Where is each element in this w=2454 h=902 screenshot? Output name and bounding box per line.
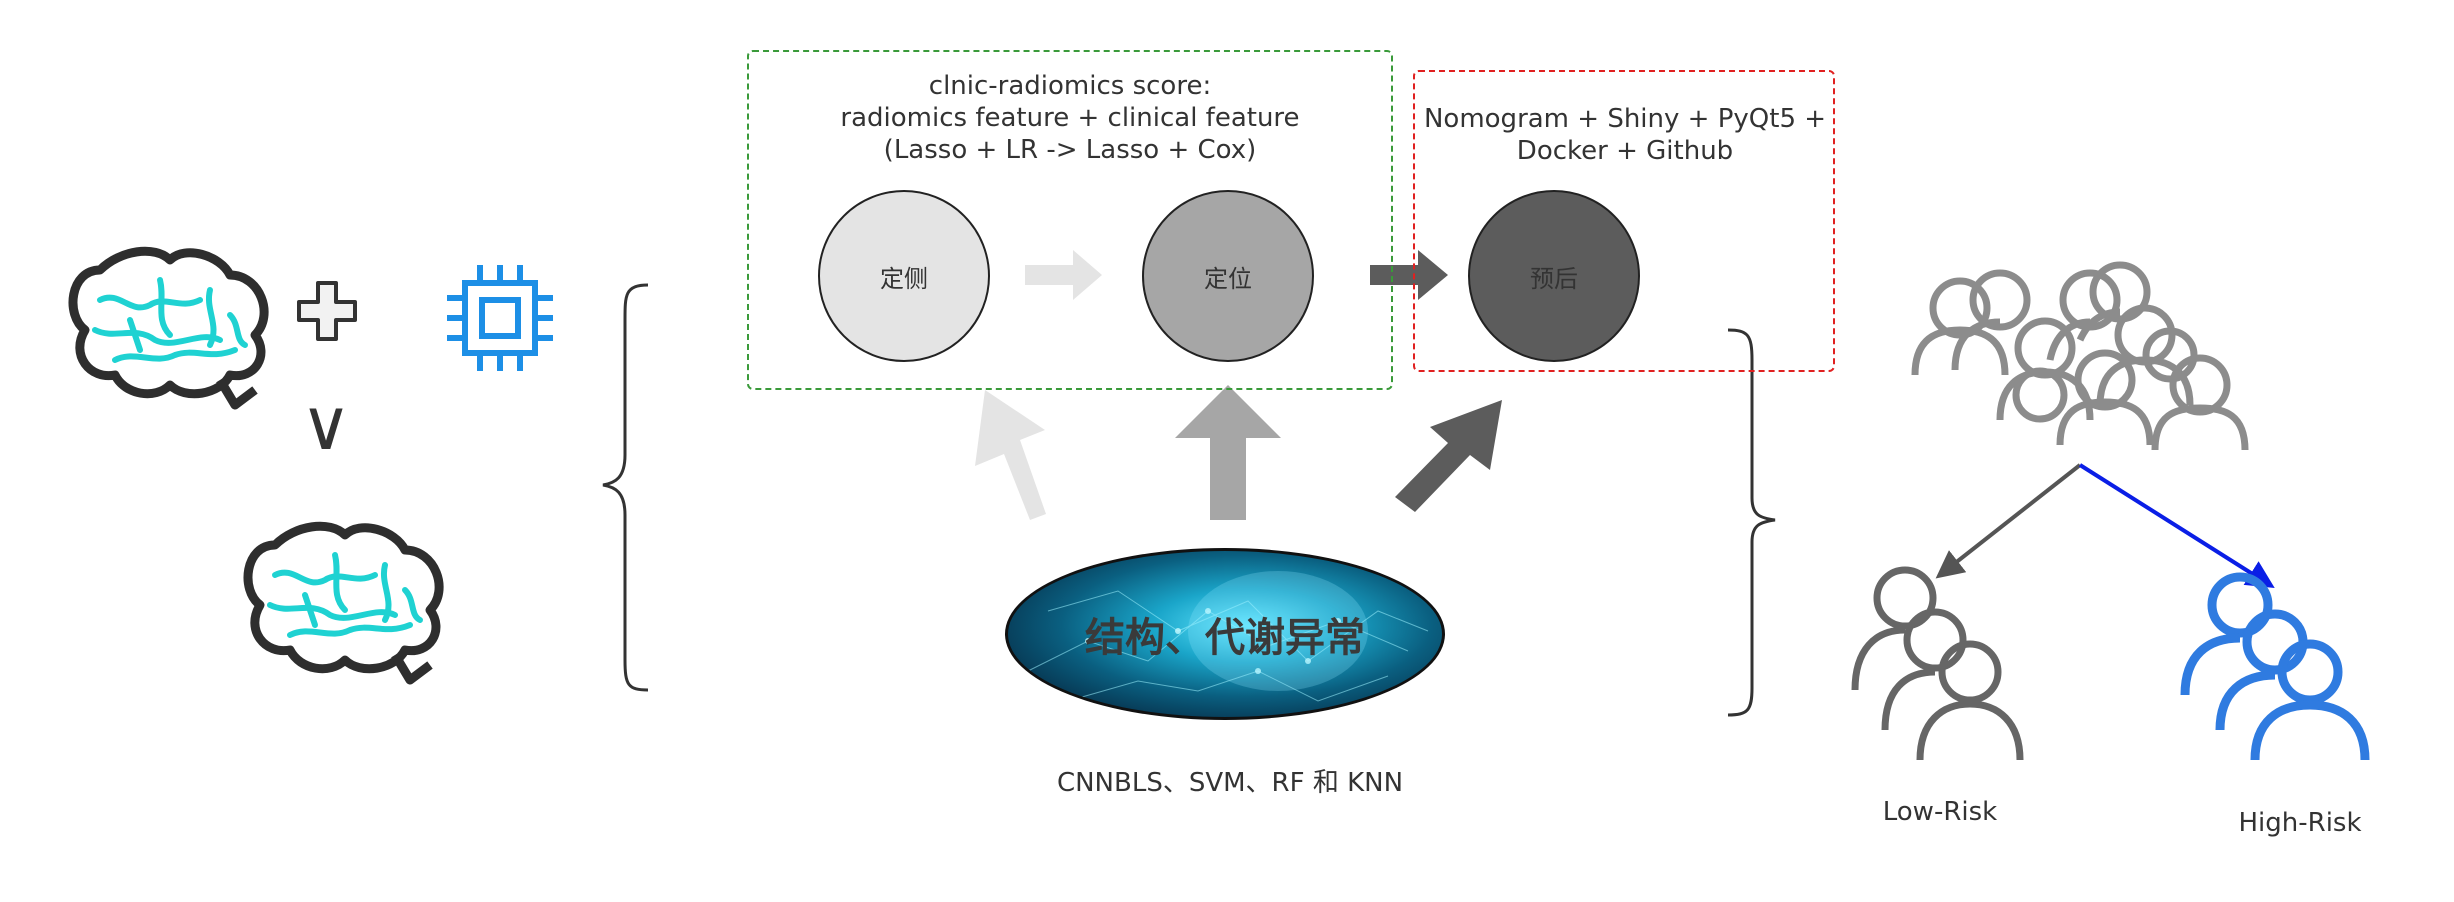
people-low-risk-icon <box>1851 566 2024 761</box>
stage-label: 定位 <box>1204 264 1252 293</box>
right-brace <box>1727 328 1776 717</box>
left-brace <box>602 283 649 692</box>
people-group-icon <box>1911 261 2249 451</box>
deploy-box <box>1413 70 1835 372</box>
stage-label: 预后 <box>1530 264 1578 293</box>
models-label: CNNBLS、SVM、RF 和 KNN <box>1056 768 1404 798</box>
arrow-stage1-to-stage2 <box>1025 250 1102 300</box>
stage-prognosis: 预后 <box>1468 190 1640 362</box>
or-symbol: ∨ <box>300 384 352 466</box>
chip-icon <box>447 265 553 371</box>
deploy-line-2: Docker + Github <box>1516 136 1734 166</box>
brain-scan-image: 结构、代谢异常 <box>1005 548 1445 720</box>
network-texture <box>1027 571 1429 702</box>
score-methods: (Lasso + LR -> Lasso + Cox) <box>883 135 1257 165</box>
brain-icon <box>68 246 269 410</box>
arrow-stage2-to-stage3 <box>1370 250 1448 300</box>
stage-label: 定侧 <box>880 264 928 293</box>
deploy-line-1: Nomogram + Shiny + PyQt5 + <box>1423 104 1827 134</box>
score-box <box>747 50 1393 390</box>
stage-localization: 定位 <box>1142 190 1314 362</box>
arrow-up-to-stage3 <box>1395 400 1502 512</box>
arrow-up-to-stage2 <box>1175 385 1281 520</box>
stage-lateralization: 定侧 <box>818 190 990 362</box>
score-features: radiomics feature + clinical feature <box>840 103 1300 133</box>
brain-icon <box>243 521 444 685</box>
plus-icon <box>297 281 357 341</box>
deploy-box-text: Nomogram + Shiny + PyQt5 + Docker + Gith… <box>1405 103 1845 167</box>
score-title: clnic-radiomics score: <box>928 71 1212 101</box>
low-risk-label: Low-Risk <box>1882 797 1998 827</box>
arrow-to-low-risk <box>1935 463 2082 579</box>
abnormality-label: 结构、代谢异常 <box>1085 615 1365 661</box>
arrow-to-high-risk <box>2078 463 2275 588</box>
score-box-text: clnic-radiomics score: radiomics feature… <box>760 70 1380 166</box>
people-high-risk-icon <box>2180 572 2370 761</box>
high-risk-label: High-Risk <box>2238 808 2362 838</box>
arrow-up-to-stage1 <box>975 390 1046 520</box>
